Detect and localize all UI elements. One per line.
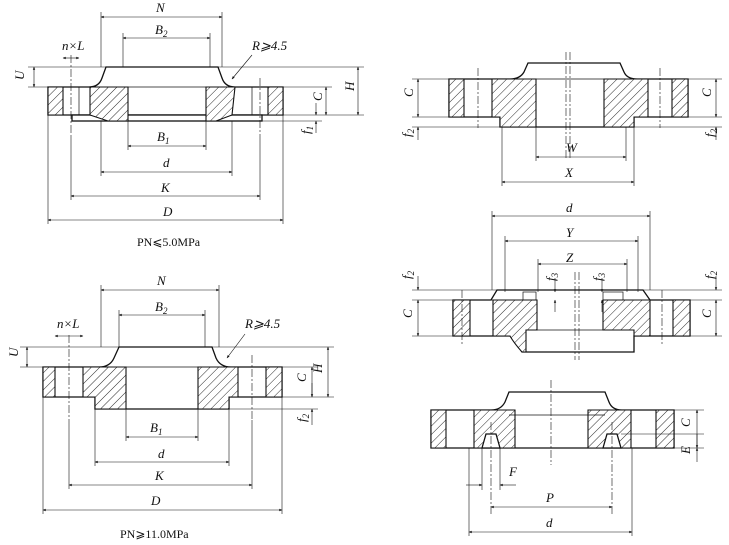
hatched-rim-right (267, 86, 284, 116)
hatched-section-left (82, 366, 127, 410)
label-R: R⩾4.5 (244, 316, 281, 331)
label-C: C (310, 92, 325, 101)
label-R: R⩾4.5 (251, 38, 288, 53)
bolt-hole-left (469, 299, 494, 337)
label-f3-left: f3 (543, 272, 560, 281)
label-Y: Y (566, 225, 575, 240)
hatched-rim-right (265, 366, 283, 398)
label-K: K (160, 180, 171, 195)
label-C-left: C (401, 88, 416, 97)
label-F: F (508, 464, 518, 479)
label-d: d (566, 200, 573, 215)
caption-pn-low: PN⩽5.0MPa (137, 235, 201, 249)
label-B1: B1 (150, 420, 162, 437)
label-D: D (150, 493, 161, 508)
bolt-hole-right (630, 409, 657, 449)
flange-outline (430, 391, 675, 449)
bolt-hole-left (445, 409, 475, 449)
flange-view-pn-low: N B2 n×L R⩾4.5 U C H f1 B1 d (12, 0, 364, 249)
label-d: d (546, 515, 553, 530)
flange-outline (47, 66, 284, 116)
hatched-rim-left (448, 78, 465, 118)
label-f2-right: f2 (702, 270, 719, 279)
label-f1: f1 (298, 126, 315, 134)
hatched-section-left (491, 78, 537, 128)
label-U: U (6, 346, 21, 357)
label-f2-left: f2 (399, 270, 416, 279)
label-B2: B2 (155, 22, 168, 39)
bolt-hole-right (649, 299, 674, 337)
label-W: W (566, 140, 578, 155)
hatched-rim-left (452, 299, 471, 337)
label-C-left: C (400, 309, 415, 318)
label-f2-right: f2 (702, 128, 719, 137)
label-C-right: C (699, 88, 714, 97)
hatched-section-right (197, 366, 239, 410)
label-E: E (678, 446, 693, 455)
groove-right (602, 291, 624, 301)
raised-face (71, 114, 263, 122)
label-n-x-L: n×L (62, 38, 85, 53)
label-C-right: C (699, 309, 714, 318)
flange-view-groove-face: d Y Z f3 f3 f2 C f2 C (399, 200, 722, 360)
label-f2-left: f2 (399, 128, 416, 137)
flange-outline (452, 289, 691, 353)
label-X: X (564, 165, 574, 180)
hatched-rim-left (47, 86, 64, 116)
flange-view-ring-joint: C E F P d (430, 380, 704, 536)
flange-view-male-face: C f2 C f2 W X (399, 52, 722, 186)
label-N: N (155, 0, 166, 15)
label-f3-right: f3 (590, 272, 607, 281)
flange-outline (42, 346, 283, 410)
caption-pn-high: PN⩾11.0MPa (120, 527, 189, 541)
hatched-section-left (89, 86, 129, 122)
leader-R (226, 333, 246, 359)
label-d: d (158, 446, 165, 461)
label-B1: B1 (157, 129, 169, 146)
label-C: C (294, 373, 309, 382)
hatched-rim-left (430, 409, 447, 449)
flange-outline (448, 62, 689, 128)
label-N: N (156, 273, 167, 288)
label-P: P (545, 490, 554, 505)
label-H: H (310, 363, 325, 374)
label-K: K (154, 468, 165, 483)
label-Z: Z (566, 250, 574, 265)
hatched-rim-left (42, 366, 56, 398)
hatched-section-right (205, 86, 236, 122)
hatched-rim-right (671, 78, 689, 118)
label-f2: f2 (294, 413, 311, 422)
label-C: C (678, 418, 693, 427)
hatched-rim-right (655, 409, 675, 449)
hatched-section-right (603, 78, 649, 128)
flange-view-pn-high: N B2 n×L R⩾4.5 U C H f2 B1 d (6, 273, 334, 541)
label-H: H (342, 81, 357, 92)
label-B2: B2 (155, 299, 168, 316)
bolt-hole-right (251, 86, 269, 116)
groove-left (522, 291, 537, 301)
label-U: U (12, 69, 27, 80)
hatched-rim-right (672, 299, 691, 337)
label-D: D (162, 204, 173, 219)
label-d: d (163, 155, 170, 170)
label-n-x-L: n×L (57, 316, 80, 331)
